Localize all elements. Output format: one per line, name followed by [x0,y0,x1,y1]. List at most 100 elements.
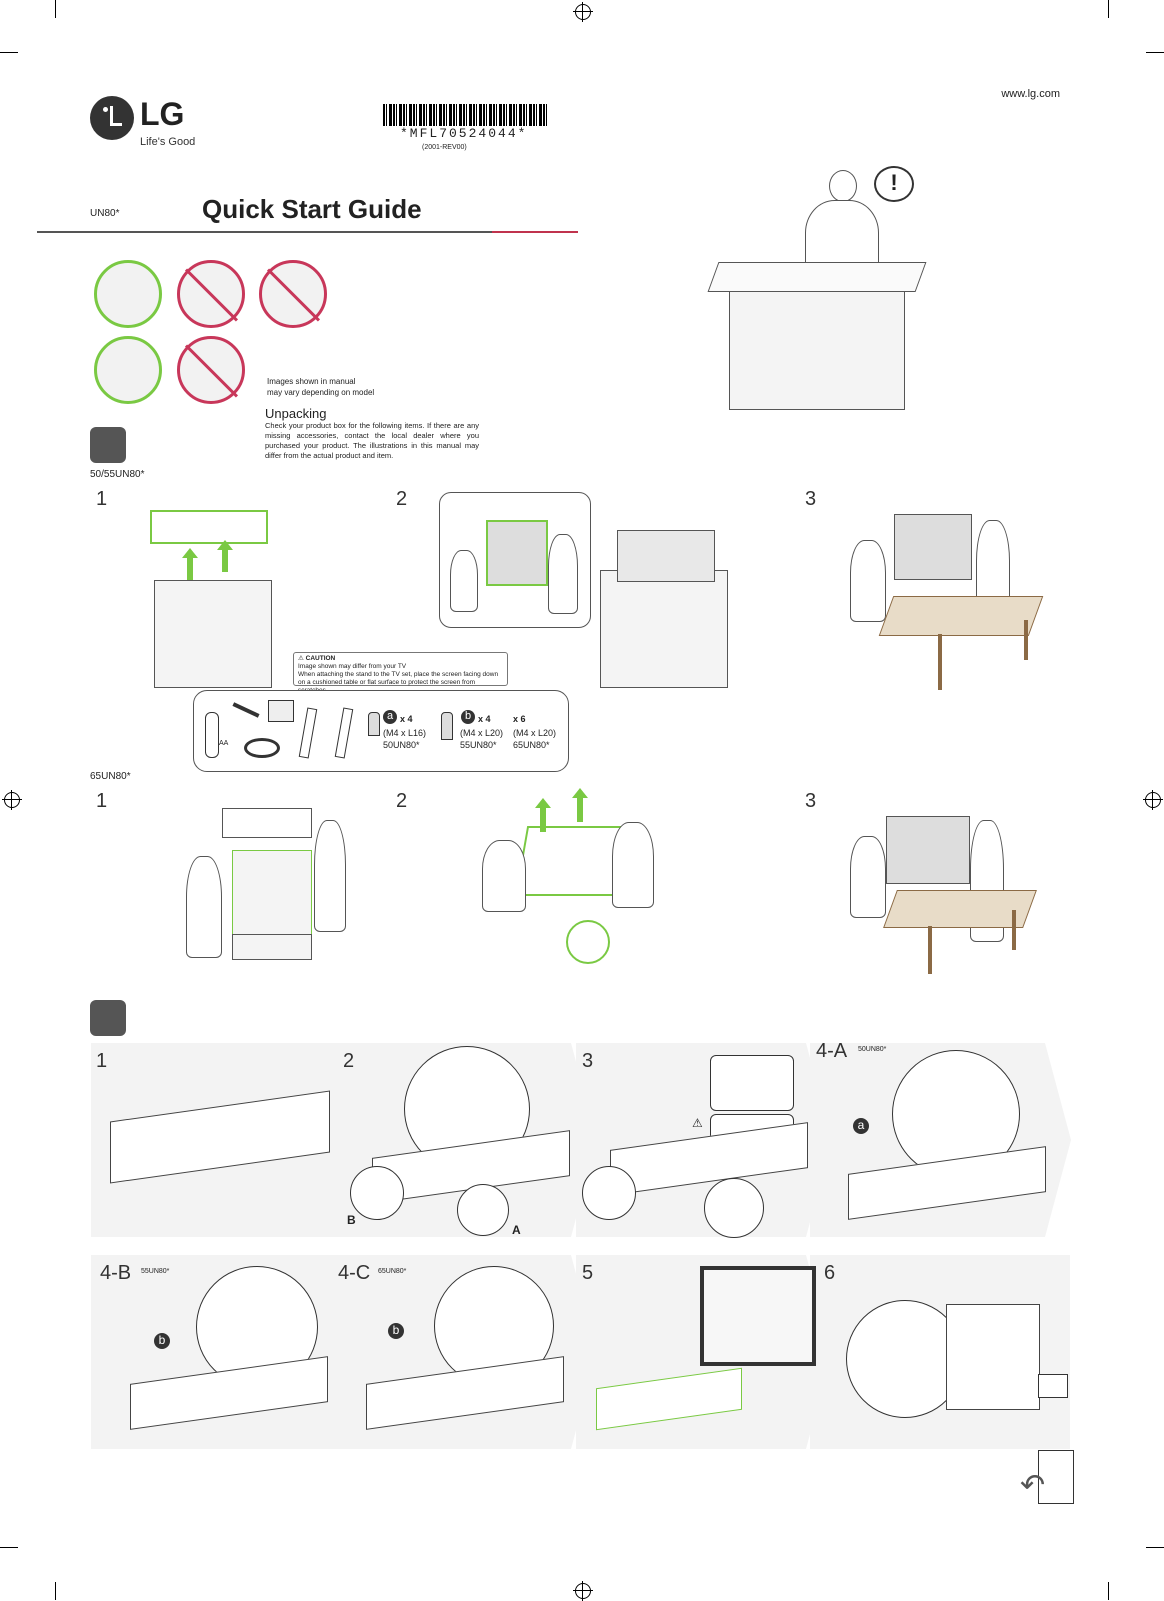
crop-mark [1108,0,1109,18]
section-label-50-55: 50/55UN80* [90,469,145,480]
assembly-step-number: 2 [343,1050,355,1072]
step-number: 2 [396,488,408,510]
person-illustration [850,836,886,918]
grip-correct-icon [94,336,162,404]
caution-box: ⚠ CAUTION Image shown may differ from yo… [293,652,508,694]
caution-title: CAUTION [305,655,336,662]
assembly-model-label: 55UN80* [141,1268,170,1275]
website-url: www.lg.com [1001,88,1060,100]
step-number: 1 [96,790,108,812]
accessories-panel [193,690,569,772]
tv-panel-illustration [514,826,628,896]
assembly-step-number: 6 [824,1262,836,1284]
assembly-step-number: 3 [582,1050,594,1072]
tv-back-illustration [946,1304,1040,1410]
assembly-step-number: 4-B [100,1262,132,1284]
person-illustration [450,550,478,612]
model-number: UN80* [90,208,120,219]
grip-wrong-icon [177,336,245,404]
page-title: Quick Start Guide [202,194,422,224]
screw-a-count: x 4 [400,714,413,724]
person-illustration [314,820,346,932]
registration-mark [573,1581,593,1601]
screw-b-badge: b [461,710,475,724]
brand-tagline: Life's Good [140,136,196,148]
lg-logo-icon [90,96,134,140]
crop-mark [1146,52,1164,53]
registration-mark [1143,790,1163,810]
caution-line1: Image shown may differ from your TV [298,663,407,670]
crop-mark [55,1582,56,1600]
stand-detail-zoom [704,1178,764,1238]
person-illustration [186,856,222,958]
warning-bubble-icon: ! [874,166,914,202]
open-box-illustration [600,570,728,688]
tv-upright-illustration [700,1266,816,1366]
wall-outlet-icon [1038,1374,1068,1398]
screw-c-count: x 6 [513,714,526,724]
title-divider-accent [492,231,578,233]
stand-detail-a-zoom [457,1184,509,1236]
cushioned-table-illustration [878,596,1044,636]
screw-a-badge: a [853,1118,869,1134]
lift-arrow-icon [217,540,233,572]
tv-panel-illustration [894,514,972,580]
handling-note: Images shown in manual may vary dependin… [267,377,375,397]
correct-lock-detail [710,1055,794,1111]
page-turn-icon: ↶ [1020,1450,1074,1510]
unpacking-heading: Unpacking [265,406,327,421]
grip-detail-zoom [566,920,610,964]
barcode-revision: (2001-REV00) [422,144,467,151]
power-cord-icon [244,738,280,758]
screw-b-model: 55UN80* [460,740,497,750]
person-illustration [482,840,526,912]
stand-detail-b-zoom [350,1166,404,1220]
tall-tv-box-illustration [232,850,312,936]
table-leg [1012,910,1016,950]
table-leg [1024,620,1028,660]
crop-mark [1108,1582,1109,1600]
screw-c-size: (M4 x L20) [513,728,557,738]
brand-name: LG [140,96,185,132]
barcode [383,104,547,126]
cable-management-zoom [846,1300,964,1418]
handling-wrong-icon [177,260,245,328]
assembly-step-number: 5 [582,1262,594,1284]
unpacking-body: Check your product box for the following… [265,421,479,460]
tv-panel-illustration [886,816,970,884]
crop-mark [1146,1547,1164,1548]
assembly-step-number: 1 [96,1050,108,1072]
registration-mark [2,790,22,810]
assembly-model-label: 65UN80* [378,1268,407,1275]
title-divider [37,231,578,233]
person-illustration [829,170,857,202]
foam-insert-illustration [222,808,312,838]
table-leg [938,634,942,690]
screw-a-badge: a [383,710,397,724]
assembly-step-number: 4-A [816,1040,848,1062]
crop-mark [0,52,18,53]
shipping-box-illustration [729,290,905,410]
screw-icon [368,712,380,736]
handling-wrong-icon [259,260,327,328]
box-lid-illustration [707,262,927,292]
stand-a-label: A [512,1223,521,1237]
screwdriver-icon [90,1000,126,1036]
assembly-step-number: 4-C [338,1262,371,1284]
remote-icon [205,712,219,758]
person-illustration [548,534,578,614]
step-number: 3 [805,790,817,812]
table-leg [928,926,932,974]
warning-triangle-icon: ⚠ [298,655,306,662]
battery-label: AA [219,740,229,747]
barcode-text: *MFL70524044* [400,126,528,141]
step-number: 2 [396,790,408,812]
screw-b-size: (M4 x L20) [460,728,504,738]
box-base-illustration [232,934,312,960]
step-chevron [1045,1043,1071,1237]
handling-correct-icon [94,260,162,328]
person-illustration [850,540,886,622]
stand-detail-zoom [582,1166,636,1220]
screw-b-count: x 4 [478,714,491,724]
step-number: 1 [96,488,108,510]
